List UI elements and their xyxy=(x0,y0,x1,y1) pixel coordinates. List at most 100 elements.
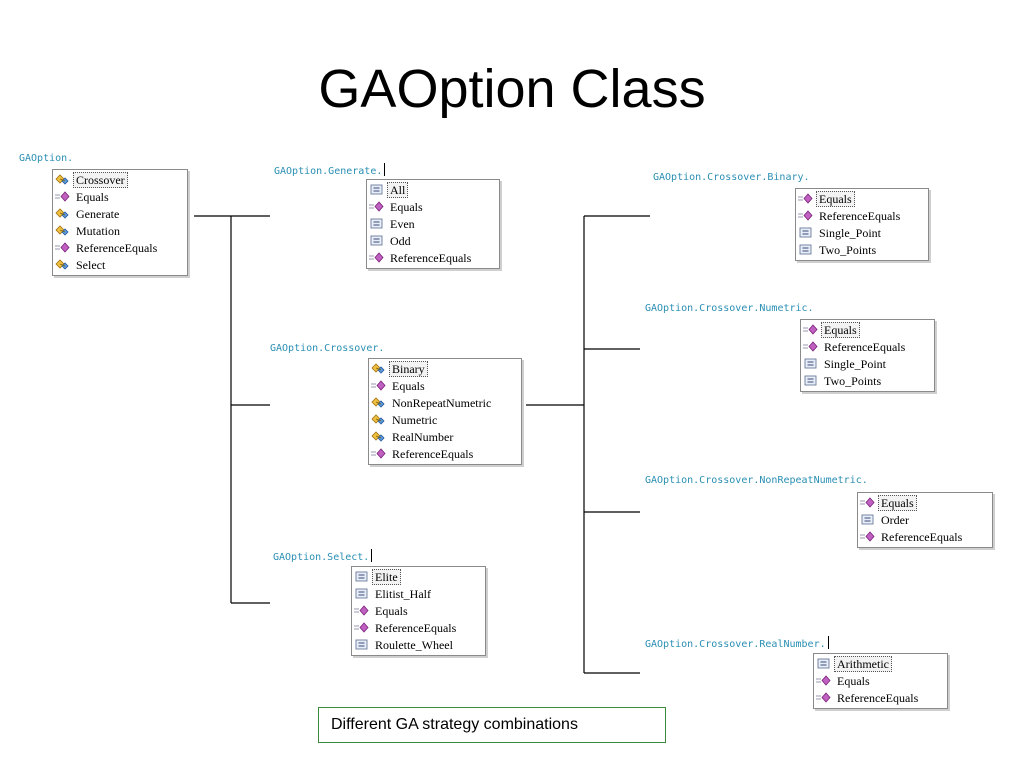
list-item[interactable]: Odd xyxy=(369,232,497,249)
list-item[interactable]: Binary xyxy=(371,360,519,377)
code-expression-crossover-binary[interactable]: GAOption.Crossover.Binary. xyxy=(653,172,810,184)
list-item-label: ReferenceEquals xyxy=(819,208,901,223)
list-item-label: Equals xyxy=(76,189,109,204)
list-item-label: NonRepeatNumetric xyxy=(392,395,492,410)
expression-text: GAOption.Crossover. xyxy=(270,343,385,354)
list-item[interactable]: Equals xyxy=(798,190,926,207)
list-item[interactable]: Equals xyxy=(354,602,483,619)
list-item-label: ReferenceEquals xyxy=(837,690,919,705)
expression-text: GAOption.Generate. xyxy=(274,166,383,177)
list-item-label: ReferenceEquals xyxy=(824,339,906,354)
list-item-label: ReferenceEquals xyxy=(881,529,963,544)
list-item[interactable]: Order xyxy=(860,511,990,528)
method-icon xyxy=(816,674,832,687)
list-item[interactable]: ReferenceEquals xyxy=(371,445,519,462)
list-item[interactable]: Numetric xyxy=(371,411,519,428)
list-item[interactable]: ReferenceEquals xyxy=(369,249,497,266)
expression-text: GAOption.Crossover.RealNumber. xyxy=(645,639,826,650)
list-item-label: Select xyxy=(76,257,106,272)
enum-icon xyxy=(369,217,385,230)
list-item-label: Numetric xyxy=(392,412,438,427)
list-item[interactable]: RealNumber xyxy=(371,428,519,445)
list-item-label: Equals xyxy=(392,378,425,393)
list-item[interactable]: Crossover xyxy=(55,171,185,188)
list-item[interactable]: ReferenceEquals xyxy=(354,619,483,636)
list-item[interactable]: All xyxy=(369,181,497,198)
list-item[interactable]: Equals xyxy=(371,377,519,394)
code-expression-root[interactable]: GAOption. xyxy=(19,153,73,165)
class-icon xyxy=(371,362,387,375)
list-item[interactable]: Equals xyxy=(369,198,497,215)
list-item[interactable]: Roulette_Wheel xyxy=(354,636,483,653)
expression-text: GAOption. xyxy=(19,153,74,164)
method-icon xyxy=(371,379,387,392)
list-item[interactable]: ReferenceEquals xyxy=(803,338,932,355)
list-item[interactable]: Single_Point xyxy=(803,355,932,372)
list-item[interactable]: Elitist_Half xyxy=(354,585,483,602)
list-item[interactable]: ReferenceEquals xyxy=(55,239,185,256)
list-item-label: Equals xyxy=(878,494,917,511)
code-expression-crossover-nonrepeat[interactable]: GAOption.Crossover.NonRepeatNumetric. xyxy=(645,475,868,487)
list-item[interactable]: Even xyxy=(369,215,497,232)
expression-text: GAOption.Crossover.NonRepeatNumetric. xyxy=(645,475,868,486)
list-item[interactable]: Equals xyxy=(803,321,932,338)
list-item-label: ReferenceEquals xyxy=(76,240,158,255)
code-expression-select[interactable]: GAOption.Select. xyxy=(273,549,373,564)
list-item[interactable]: Two_Points xyxy=(803,372,932,389)
method-icon xyxy=(860,496,876,509)
list-item[interactable]: Equals xyxy=(860,494,990,511)
code-expression-generate[interactable]: GAOption.Generate. xyxy=(274,163,386,178)
enum-icon xyxy=(803,357,819,370)
list-item[interactable]: Single_Point xyxy=(798,224,926,241)
list-item[interactable]: Equals xyxy=(55,188,185,205)
class-icon xyxy=(371,396,387,409)
list-item[interactable]: Select xyxy=(55,256,185,273)
list-item-label: Elitist_Half xyxy=(375,586,431,601)
list-item[interactable]: Mutation xyxy=(55,222,185,239)
code-expression-crossover-realnumber[interactable]: GAOption.Crossover.RealNumber. xyxy=(645,636,829,651)
enum-icon xyxy=(860,513,876,526)
code-expression-crossover[interactable]: GAOption.Crossover. xyxy=(270,343,384,355)
text-cursor xyxy=(384,163,386,176)
list-item-label: RealNumber xyxy=(392,429,454,444)
list-item[interactable]: Arithmetic xyxy=(816,655,945,672)
list-item[interactable]: Elite xyxy=(354,568,483,585)
list-item-label: Single_Point xyxy=(824,356,887,371)
method-icon xyxy=(55,190,71,203)
list-item-label: Equals xyxy=(390,199,423,214)
method-icon xyxy=(354,621,370,634)
list-item[interactable]: Equals xyxy=(816,672,945,689)
method-icon xyxy=(354,604,370,617)
list-item[interactable]: NonRepeatNumetric xyxy=(371,394,519,411)
method-icon xyxy=(55,241,71,254)
list-item-label: Mutation xyxy=(76,223,120,238)
list-item[interactable]: ReferenceEquals xyxy=(816,689,945,706)
list-item-label: Two_Points xyxy=(819,242,877,257)
slide-title: GAOption Class xyxy=(318,59,706,119)
method-icon xyxy=(816,691,832,704)
code-expression-crossover-numetric[interactable]: GAOption.Crossover.Numetric. xyxy=(645,303,814,315)
list-item-label: Arithmetic xyxy=(834,655,892,672)
enum-icon xyxy=(369,234,385,247)
list-item-label: Equals xyxy=(375,603,408,618)
list-item[interactable]: ReferenceEquals xyxy=(798,207,926,224)
text-cursor xyxy=(827,636,829,649)
method-icon xyxy=(369,200,385,213)
list-item[interactable]: Generate xyxy=(55,205,185,222)
list-item-label: Two_Points xyxy=(824,373,882,388)
list-item[interactable]: ReferenceEquals xyxy=(860,528,990,545)
list-item[interactable]: Two_Points xyxy=(798,241,926,258)
list-item-label: Single_Point xyxy=(819,225,882,240)
class-icon xyxy=(371,413,387,426)
enum-icon xyxy=(354,570,370,583)
expression-text: GAOption.Select. xyxy=(273,552,370,563)
